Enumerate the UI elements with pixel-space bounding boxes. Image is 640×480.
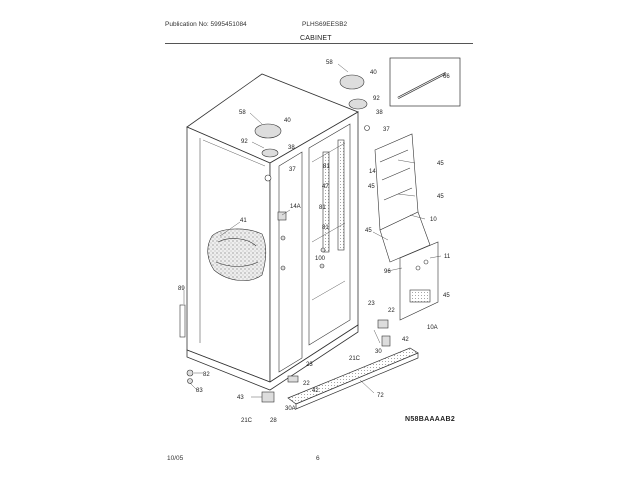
callout-38: 38 xyxy=(376,110,383,116)
footer-date: 10/05 xyxy=(167,455,184,462)
callout-82: 82 xyxy=(203,372,210,378)
callout-10a: 10A xyxy=(427,325,438,331)
header-rule xyxy=(165,43,473,44)
kick-plate-72 xyxy=(287,347,419,410)
callout-21c: 21C xyxy=(349,356,361,362)
section-title: CABINET xyxy=(300,35,332,42)
callout-38: 38 xyxy=(288,145,295,151)
diagram-code: N58BAAAAB2 xyxy=(405,416,456,423)
callout-45: 45 xyxy=(443,293,450,299)
top-hinge-assembly xyxy=(254,74,370,182)
callout-23: 23 xyxy=(306,362,313,368)
page-number: 6 xyxy=(316,455,320,462)
callout-10: 10 xyxy=(430,217,437,223)
callout-58: 58 xyxy=(239,110,246,116)
callout-43: 43 xyxy=(237,395,244,401)
callout-92: 92 xyxy=(373,96,380,102)
callout-30a: 30A xyxy=(285,406,296,412)
callout-37: 37 xyxy=(383,127,390,133)
callout-37: 37 xyxy=(289,167,296,173)
callout-89: 89 xyxy=(178,286,185,292)
callout-72: 72 xyxy=(377,393,384,399)
insulation-panel-41 xyxy=(207,228,267,281)
callout-58: 58 xyxy=(326,60,333,66)
inset-part-66 xyxy=(389,57,461,107)
callout-14: 14 xyxy=(369,169,376,175)
callout-21c: 21C xyxy=(241,418,253,424)
center-channel-strip xyxy=(322,139,345,253)
callout-28: 28 xyxy=(270,418,277,424)
callout-14a: 14A xyxy=(290,204,301,210)
leader-lines xyxy=(183,63,442,398)
callout-45: 45 xyxy=(437,194,444,200)
callout-23: 23 xyxy=(368,301,375,307)
callout-11: 11 xyxy=(444,254,451,260)
callout-81: 81 xyxy=(322,225,329,231)
callout-47: 47 xyxy=(322,184,329,190)
model-number: PLHS69EESB2 xyxy=(302,21,348,28)
callout-42: 42 xyxy=(312,388,319,394)
rear-panel-10a xyxy=(399,241,439,321)
callout-45: 45 xyxy=(368,184,375,190)
callout-42: 42 xyxy=(402,337,409,343)
callout-41: 41 xyxy=(240,218,247,224)
callout-22: 22 xyxy=(388,308,395,314)
callout-40: 40 xyxy=(370,70,377,76)
callout-100: 100 xyxy=(315,256,326,262)
publication-number: Publication No: 5995451084 xyxy=(165,21,247,28)
lower-hardware xyxy=(179,211,391,403)
callout-45: 45 xyxy=(437,161,444,167)
callout-40: 40 xyxy=(284,118,291,124)
callout-81: 81 xyxy=(319,205,326,211)
callout-81: 81 xyxy=(323,164,330,170)
callout-30: 30 xyxy=(375,349,382,355)
callout-92: 92 xyxy=(241,139,248,145)
cabinet-body xyxy=(186,73,359,391)
rear-duct-panel-10 xyxy=(374,133,431,263)
callout-96: 96 xyxy=(384,269,391,275)
callout-45: 45 xyxy=(365,228,372,234)
callout-66: 66 xyxy=(443,74,450,80)
callout-22: 22 xyxy=(303,381,310,387)
callout-83: 83 xyxy=(196,388,203,394)
